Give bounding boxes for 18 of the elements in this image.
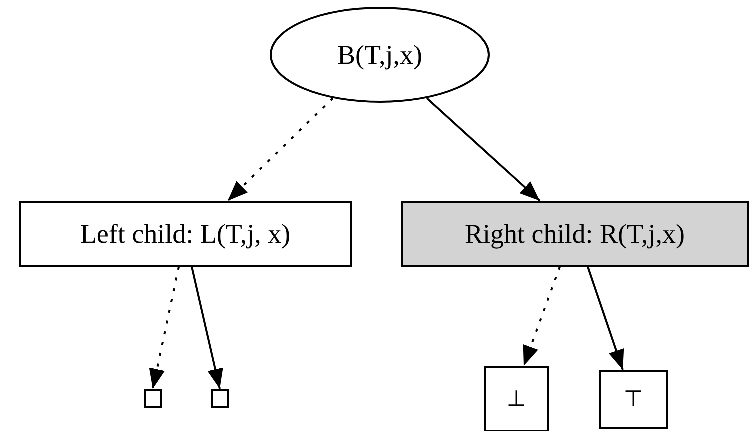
- ellipse-node: [270, 7, 490, 103]
- process-box: [401, 201, 749, 267]
- arrow: [149, 266, 180, 390]
- symbol-label: ⊤: [624, 387, 644, 412]
- arrow: [523, 266, 561, 366]
- arrow: [227, 98, 334, 202]
- node-label: Left child: L(T,j, x): [80, 218, 291, 250]
- node-label: Right child: R(T,j,x): [465, 218, 685, 250]
- arrow: [191, 266, 224, 390]
- empty-box: [144, 389, 162, 408]
- process-box: [484, 366, 549, 431]
- process-box: [599, 370, 668, 429]
- symbol-label: ⊥: [506, 386, 526, 412]
- process-box: [19, 201, 352, 267]
- arrow: [587, 266, 624, 370]
- node-label: B(T,j,x): [338, 40, 422, 70]
- arrow: [426, 98, 541, 202]
- empty-box: [211, 389, 229, 408]
